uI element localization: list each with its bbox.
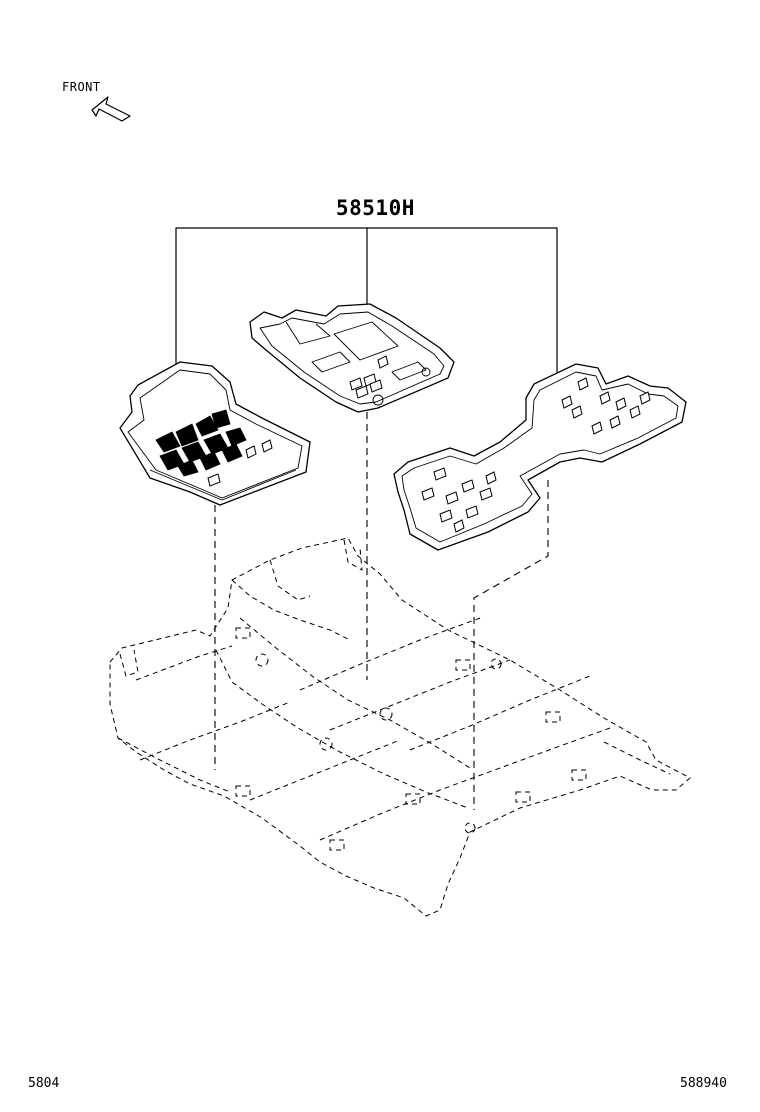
vehicle-floor-panel	[109, 537, 691, 917]
part-number-label[interactable]: 58510H	[336, 196, 415, 220]
installation-guide-lines	[214, 412, 549, 810]
part-leader-lines	[175, 227, 558, 379]
front-direction-arrow-icon	[91, 96, 131, 122]
floor-mat-front-right	[249, 303, 455, 413]
floor-mat-front-left	[119, 361, 311, 506]
floor-mat-rear	[393, 363, 687, 551]
footer-code-right: 588940	[680, 1076, 727, 1091]
front-label: FRONT	[62, 80, 101, 94]
footer-code-left: 5804	[28, 1076, 60, 1091]
